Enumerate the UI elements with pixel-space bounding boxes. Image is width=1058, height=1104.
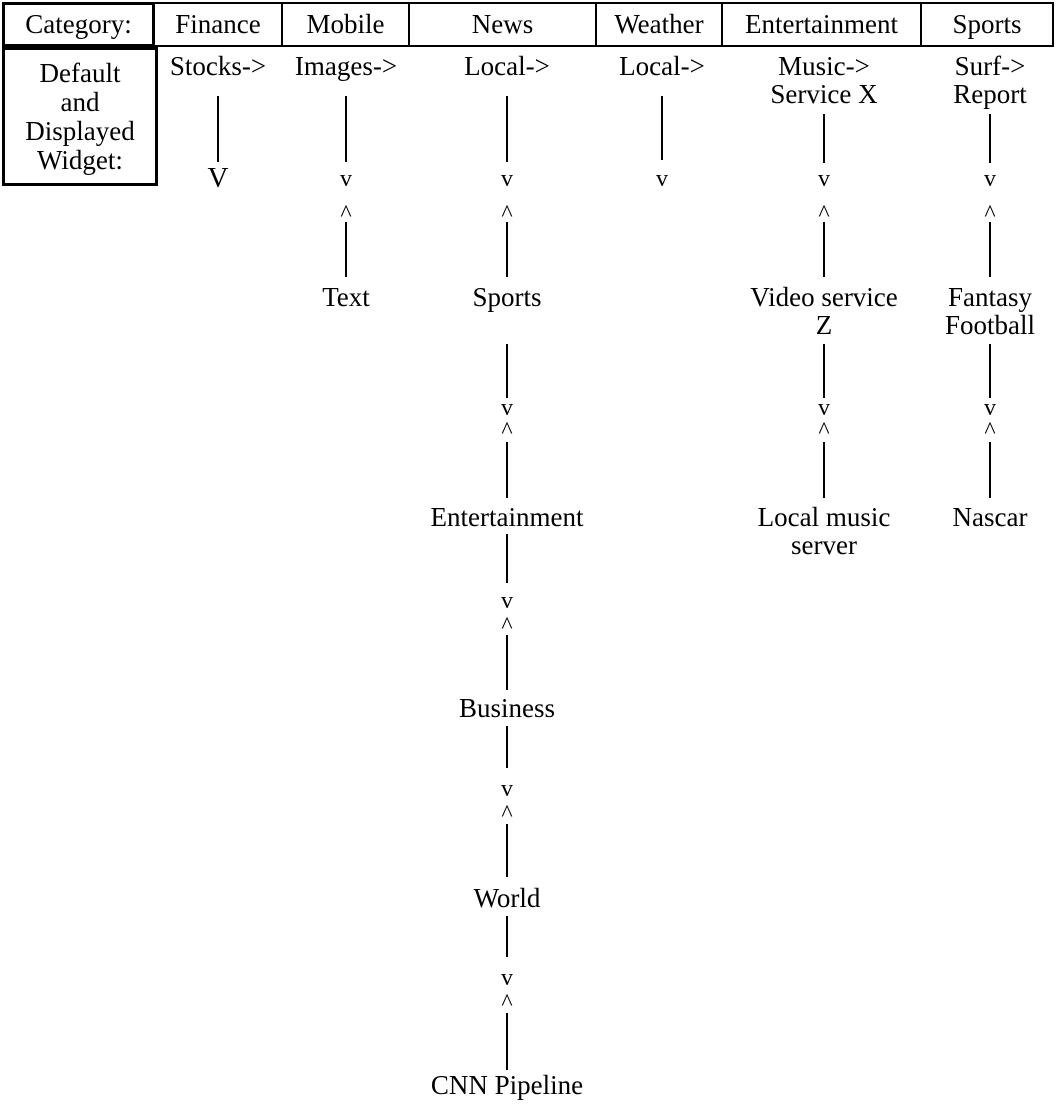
up-arrow-glyph: ^ (501, 801, 513, 827)
connector-line (506, 726, 508, 768)
up-arrow-glyph: ^ (984, 418, 996, 444)
connector-line (345, 222, 347, 277)
up-arrow-glyph: ^ (818, 201, 830, 227)
down-arrow-glyph: v (501, 965, 513, 991)
header-cell-entertainment: Entertainment (721, 2, 922, 47)
connector-line (506, 1013, 508, 1070)
node-label-nascar: Nascar (952, 502, 1028, 532)
down-arrow-glyph: v (501, 588, 513, 614)
node-label-fantasy-football: Fantasy Football (944, 282, 1036, 340)
node-label-cnn-pipeline: CNN Pipeline (430, 1070, 584, 1100)
connector-line (989, 442, 991, 498)
up-arrow-glyph: ^ (501, 990, 513, 1016)
connector-line (823, 222, 825, 277)
connector-line (506, 916, 508, 957)
down-arrow-glyph: v (984, 166, 996, 192)
connector-line (823, 442, 825, 498)
down-arrow-glyph: V (207, 162, 229, 194)
connector-line (506, 344, 508, 398)
down-arrow-glyph: v (501, 395, 513, 421)
node-label-world: World (473, 883, 541, 913)
connector-line (506, 222, 508, 277)
header-cell-weather: Weather (595, 2, 723, 47)
node-label-sports: Sports (472, 282, 542, 312)
down-arrow-glyph: v (818, 395, 830, 421)
node-label-video-service-z: Video service Z (750, 282, 898, 340)
up-arrow-glyph: ^ (984, 201, 996, 227)
up-arrow-glyph: ^ (501, 418, 513, 444)
down-arrow-glyph: v (818, 166, 830, 192)
down-arrow-glyph: v (501, 776, 513, 802)
connector-line (345, 96, 347, 162)
down-arrow-glyph: v (340, 166, 352, 192)
connector-line (989, 344, 991, 398)
header-cell-sports: Sports (920, 2, 1054, 47)
connector-line (823, 344, 825, 398)
node-label-local-music-server: Local music server (757, 502, 891, 560)
connector-line (506, 534, 508, 583)
connector-line (506, 442, 508, 498)
connector-line (661, 96, 663, 160)
connector-line (506, 824, 508, 877)
header-cell-mobile: Mobile (281, 2, 410, 47)
widget-label-sports: Surf-> Report (953, 51, 1027, 109)
widget-label-mobile: Images-> (294, 51, 398, 81)
node-label-business: Business (458, 693, 556, 723)
connector-line (989, 114, 991, 163)
header-cell-news: News (408, 2, 597, 47)
connector-line (506, 635, 508, 690)
connector-line (823, 114, 825, 163)
up-arrow-glyph: ^ (501, 201, 513, 227)
header-cell-category: Category: (2, 2, 155, 47)
connector-line (506, 96, 508, 162)
connector-line (217, 96, 219, 162)
header-cell-finance: Finance (153, 2, 283, 47)
widget-label-finance: Stocks-> (169, 51, 267, 81)
down-arrow-glyph: v (984, 395, 996, 421)
node-label-entertainment: Entertainment (430, 502, 584, 532)
up-arrow-glyph: ^ (340, 201, 352, 227)
row-label-default-widget: Default and Displayed Widget: (2, 47, 158, 186)
widget-label-news: Local-> (464, 51, 550, 81)
up-arrow-glyph: ^ (818, 418, 830, 444)
down-arrow-glyph: v (501, 166, 513, 192)
connector-line (989, 222, 991, 277)
up-arrow-glyph: ^ (501, 613, 513, 639)
node-label-text: Text (322, 282, 370, 312)
widget-label-entertainment: Music-> Service X (770, 51, 878, 109)
widget-label-weather: Local-> (619, 51, 705, 81)
down-arrow-glyph: v (656, 166, 668, 192)
